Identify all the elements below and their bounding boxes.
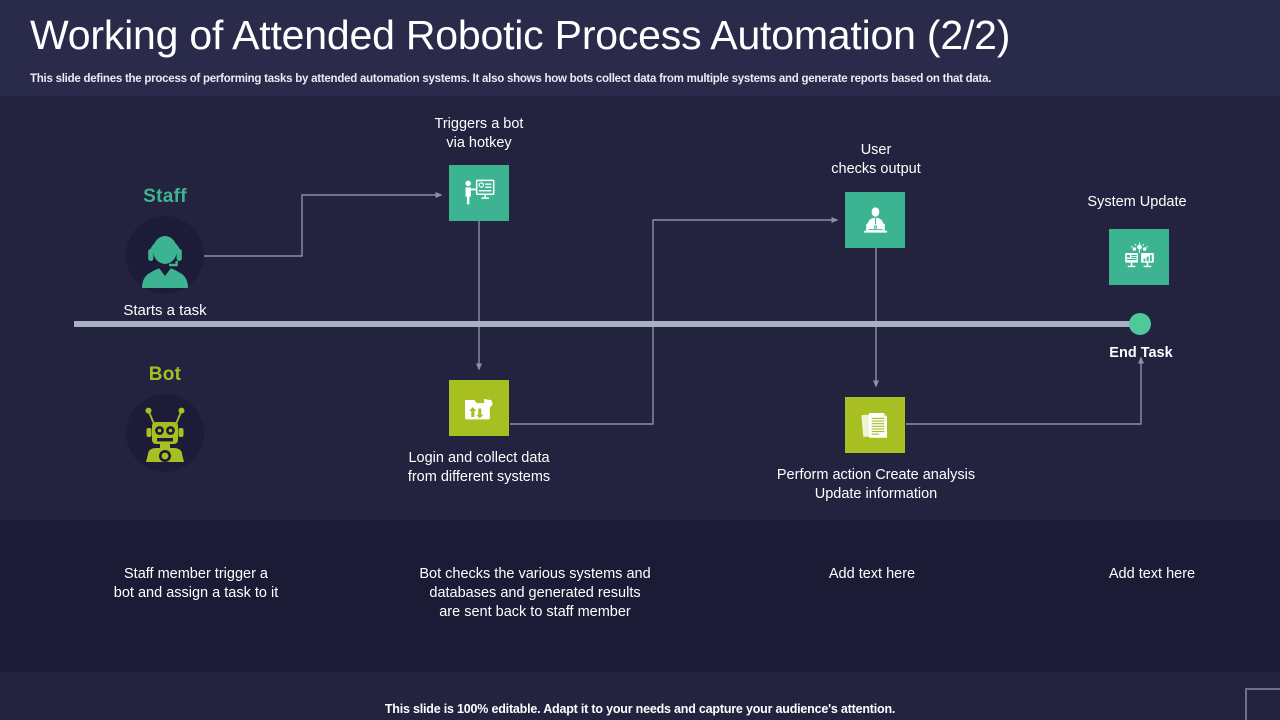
node-login-collect-data-label-line1: Login and collect data bbox=[408, 450, 550, 466]
note-placeholder-2-line1: Add text here bbox=[1108, 566, 1196, 582]
role-staff-avatar bbox=[126, 216, 204, 294]
note-bot-line1: Bot checks the various systems and bbox=[419, 566, 651, 582]
note-bot: Bot checks the various systems and datab… bbox=[385, 565, 685, 622]
note-staff: Staff member trigger a bot and assign a … bbox=[96, 565, 296, 603]
connectors-layer bbox=[74, 192, 1151, 425]
role-staff-caption: Starts a task bbox=[123, 302, 207, 319]
node-perform-action-label-line2: Update information bbox=[814, 486, 938, 502]
note-staff-line1: Staff member trigger a bbox=[124, 566, 268, 582]
node-user-checks-output-box[interactable] bbox=[845, 192, 905, 248]
node-user-checks-output-label: User checks output bbox=[776, 141, 976, 179]
corner-placeholder-box[interactable] bbox=[1245, 688, 1280, 720]
node-system-update-box[interactable] bbox=[1109, 229, 1169, 285]
monitors-gears-chart-icon bbox=[1124, 242, 1154, 268]
connector-staff-to-trigger bbox=[204, 192, 443, 257]
role-bot-avatar bbox=[126, 394, 204, 472]
footer-band bbox=[0, 672, 1280, 720]
node-trigger-bot-label: Triggers a bot via hotkey bbox=[379, 115, 579, 153]
note-placeholder-2[interactable]: Add text here bbox=[1052, 565, 1252, 584]
node-user-checks-output-label-line1: User bbox=[860, 142, 892, 158]
role-staff-title: Staff bbox=[143, 186, 187, 207]
node-trigger-bot-label-line2: via hotkey bbox=[446, 135, 512, 151]
node-login-collect-data-box[interactable] bbox=[449, 380, 509, 436]
timeline-end-dot bbox=[1129, 313, 1151, 335]
notes-band: Staff member trigger a bot and assign a … bbox=[0, 520, 1280, 672]
role-staff: Staff Starts a task bbox=[104, 186, 226, 319]
node-login-collect-data-label-line2: from different systems bbox=[407, 469, 551, 485]
node-perform-action-label-line1: Perform action Create analysis bbox=[776, 467, 976, 483]
role-bot-title: Bot bbox=[148, 364, 182, 385]
node-trigger-bot-box[interactable] bbox=[449, 165, 509, 221]
node-perform-action-label: Perform action Create analysis Update in… bbox=[776, 466, 976, 504]
node-trigger-bot-label-line1: Triggers a bot bbox=[434, 116, 524, 132]
header-band bbox=[0, 0, 1280, 96]
node-user-checks-output-label-line2: checks output bbox=[831, 161, 921, 177]
node-login-collect-data-label: Login and collect data from different sy… bbox=[379, 449, 579, 487]
connector-perform-to-end bbox=[906, 356, 1144, 425]
headset-person-icon bbox=[142, 236, 188, 288]
end-task-label: End Task bbox=[1109, 345, 1173, 361]
page-title: Working of Attended Robotic Process Auto… bbox=[30, 12, 1011, 58]
node-perform-action-box[interactable] bbox=[845, 397, 905, 453]
note-bot-line2: databases and generated results bbox=[429, 585, 641, 601]
note-placeholder-1-line1: Add text here bbox=[828, 566, 916, 582]
person-laptop-icon bbox=[863, 206, 887, 233]
note-placeholder-1[interactable]: Add text here bbox=[772, 565, 972, 584]
folder-transfer-arrows-icon bbox=[465, 398, 493, 419]
role-bot: Bot bbox=[104, 364, 226, 472]
page-subtitle: This slide defines the process of perfor… bbox=[30, 73, 992, 85]
presentation-person-icon bbox=[465, 179, 495, 204]
documents-stack-icon bbox=[861, 413, 887, 438]
note-bot-line3: are sent back to staff member bbox=[439, 604, 631, 620]
footer-text: This slide is 100% editable. Adapt it to… bbox=[384, 702, 896, 716]
robot-icon bbox=[145, 407, 185, 462]
node-system-update-label-line1: System Update bbox=[1087, 194, 1187, 210]
diagram-area: Staff Starts a task bbox=[0, 96, 1280, 520]
node-system-update-label: System Update bbox=[1037, 193, 1237, 212]
note-staff-line2: bot and assign a task to it bbox=[113, 585, 279, 601]
